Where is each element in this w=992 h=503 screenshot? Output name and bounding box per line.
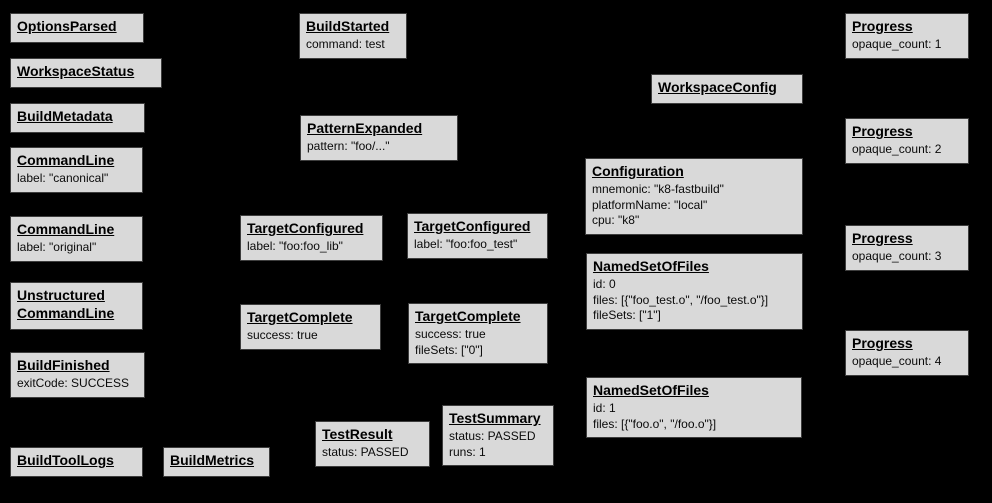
event-box-options-parsed: OptionsParsed [10,13,144,43]
event-node-title: BuildToolLogs [17,452,114,468]
event-box-progress-2: Progress opaque_count: 2 [845,118,969,164]
event-node-title: BuildMetadata [17,108,113,124]
event-box-test-result: TestResult status: PASSED [315,421,430,467]
event-node-attributes: pattern: "foo/..." [307,139,451,155]
event-box-build-tool-logs: BuildToolLogs [10,447,143,477]
event-attribute: cpu: "k8" [592,213,640,228]
event-box-workspace-status: WorkspaceStatus [10,58,162,88]
event-attribute: label: "canonical" [17,170,109,185]
event-box-command-line-canonical: CommandLine label: "canonical" [10,147,143,193]
event-attribute: status: PASSED [322,444,409,459]
event-node-title: CommandLine [17,221,115,237]
event-node-title: Progress [852,18,913,34]
event-node-attributes: label: "canonical" [17,171,136,187]
event-node-title: NamedSetOfFiles [593,382,709,398]
event-node-title: Configuration [592,163,684,179]
event-node-title: TargetConfigured [414,218,531,234]
event-box-build-metrics: BuildMetrics [163,447,270,477]
event-box-progress-4: Progress opaque_count: 4 [845,330,969,376]
event-node-title: CommandLine [17,152,115,168]
event-attribute: status: PASSED [449,428,536,443]
event-node-title: TargetComplete [247,309,353,325]
event-node-title: NamedSetOfFiles [593,258,709,274]
event-node-attributes: opaque_count: 3 [852,249,962,265]
event-node-title: TargetConfigured [247,220,364,236]
event-attribute: runs: 1 [449,444,486,459]
event-attribute: opaque_count: 4 [852,353,942,368]
event-attribute: id: 0 [593,276,616,291]
event-node-attributes: status: PASSED [322,445,423,461]
event-attribute: opaque_count: 2 [852,141,942,156]
event-attribute: files: [{"foo_test.o", "/foo_test.o"}] [593,292,769,307]
event-box-build-started: BuildStarted command: test [299,13,407,59]
event-attribute: opaque_count: 1 [852,36,942,51]
event-attribute: mnemonic: "k8-fastbuild" [592,181,724,196]
event-box-unstructured-command-line: Unstructured CommandLine [10,282,143,330]
event-box-target-configured-foo-lib: TargetConfigured label: "foo:foo_lib" [240,215,383,261]
event-box-build-finished: BuildFinished exitCode: SUCCESS [10,352,145,398]
event-attribute: opaque_count: 3 [852,248,942,263]
event-node-attributes: opaque_count: 4 [852,354,962,370]
event-node-title: WorkspaceConfig [658,79,777,95]
event-attribute: success: true [247,327,318,342]
event-node-attributes: command: test [306,37,400,53]
event-box-command-line-original: CommandLine label: "original" [10,216,143,262]
event-attribute: files: [{"foo.o", "/foo.o"}] [593,416,717,431]
event-box-target-configured-foo-test: TargetConfigured label: "foo:foo_test" [407,213,548,259]
event-box-pattern-expanded: PatternExpanded pattern: "foo/..." [300,115,458,161]
event-node-title: BuildMetrics [170,452,255,468]
event-node-title: BuildFinished [17,357,110,373]
event-node-attributes: label: "original" [17,240,136,256]
event-attribute: label: "foo:foo_test" [414,236,518,251]
event-attribute: pattern: "foo/..." [307,138,390,153]
event-attribute: exitCode: SUCCESS [17,375,130,390]
event-node-title: WorkspaceStatus [17,63,135,79]
event-attribute: fileSets: ["0"] [415,342,483,357]
event-box-configuration: Configuration mnemonic: "k8-fastbuild"pl… [585,158,803,235]
event-node-attributes: label: "foo:foo_test" [414,237,541,253]
event-box-target-complete-foo-lib: TargetComplete success: true [240,304,381,350]
event-node-title: TestSummary [449,410,541,426]
event-node-title: Progress [852,123,913,139]
event-attribute: fileSets: ["1"] [593,308,661,323]
event-node-title: TestResult [322,426,393,442]
event-node-attributes: mnemonic: "k8-fastbuild"platformName: "l… [592,182,796,229]
event-node-attributes: opaque_count: 2 [852,142,962,158]
event-node-attributes: exitCode: SUCCESS [17,376,138,392]
event-box-build-metadata: BuildMetadata [10,103,145,133]
event-box-workspace-config: WorkspaceConfig [651,74,803,104]
event-node-title: TargetComplete [415,308,521,324]
event-node-attributes: label: "foo:foo_lib" [247,239,376,255]
event-node-title: Progress [852,335,913,351]
event-node-title: OptionsParsed [17,18,117,34]
event-node-attributes: success: true [247,328,374,344]
event-node-title: Progress [852,230,913,246]
event-attribute: label: "original" [17,239,97,254]
event-attribute: success: true [415,326,486,341]
event-box-progress-1: Progress opaque_count: 1 [845,13,969,59]
event-node-attributes: opaque_count: 1 [852,37,962,53]
event-attribute: platformName: "local" [592,197,708,212]
event-node-title: BuildStarted [306,18,390,34]
event-node-title: PatternExpanded [307,120,423,136]
event-box-progress-3: Progress opaque_count: 3 [845,225,969,271]
event-attribute: command: test [306,36,385,51]
event-attribute: id: 1 [593,400,616,415]
event-node-title: Unstructured CommandLine [17,287,115,321]
event-attribute: label: "foo:foo_lib" [247,238,343,253]
